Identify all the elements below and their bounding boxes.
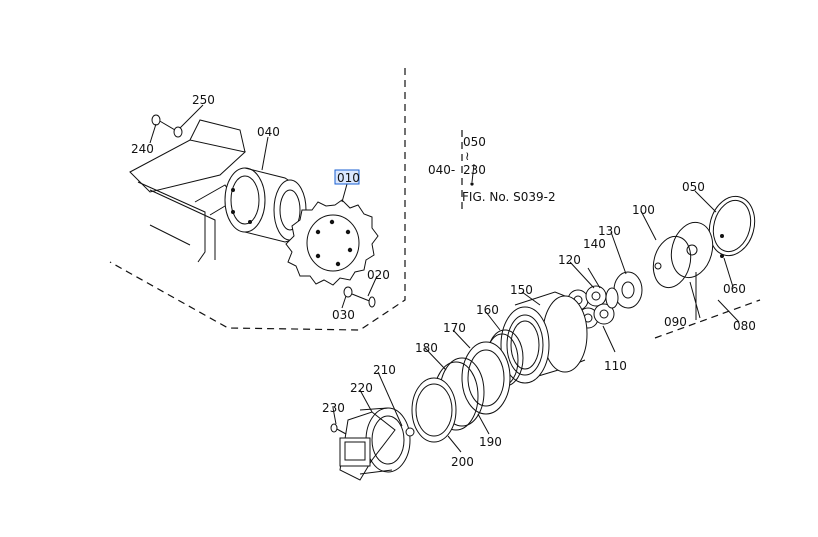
callout-210[interactable]: 210: [373, 363, 396, 377]
callout-030[interactable]: 030: [332, 308, 355, 322]
reference-group: 040- 050 ≀ 230 FIG. No. S039-2: [428, 135, 556, 204]
callout-050[interactable]: 050: [682, 180, 705, 194]
assembly-boundary-right: [461, 130, 761, 339]
callout-060[interactable]: 060: [723, 282, 746, 296]
leader-lines: [149, 104, 740, 453]
seal-rings: [411, 329, 524, 443]
planetary-gear-set: [567, 271, 643, 329]
callout-120[interactable]: 120: [558, 253, 581, 267]
callout-150[interactable]: 150: [510, 283, 533, 297]
bolt-240: [151, 114, 183, 138]
callout-040[interactable]: 040: [257, 125, 280, 139]
callout-170[interactable]: 170: [443, 321, 466, 335]
selected-callout-highlight: [334, 169, 360, 185]
callout-200[interactable]: 200: [451, 455, 474, 469]
ref-mid-label: 230: [463, 163, 486, 177]
bolt-hole-icon: [315, 253, 321, 259]
callout-230[interactable]: 230: [322, 401, 345, 415]
track-frame: [129, 119, 247, 263]
bolt-hole-icon: [231, 188, 235, 192]
figure-number: FIG. No. S039-2: [462, 190, 556, 204]
callout-130[interactable]: 130: [598, 224, 621, 238]
callouts: 010 020 030 040 050 060 080 090 100 110 …: [131, 93, 756, 469]
ref-top-label: 050: [463, 135, 486, 149]
bolt-hole-icon: [345, 229, 351, 235]
callout-220[interactable]: 220: [350, 381, 373, 395]
callout-240[interactable]: 240: [131, 142, 154, 156]
sprocket-010: [285, 199, 379, 286]
bolt-hole-icon: [335, 261, 341, 267]
bolt-hole-icon: [248, 220, 252, 224]
callout-020[interactable]: 020: [367, 268, 390, 282]
hydraulic-motor-220: [339, 407, 415, 481]
callout-100[interactable]: 100: [632, 203, 655, 217]
callout-010[interactable]: 010: [337, 171, 360, 185]
sprocket-bolt-020: [343, 286, 376, 308]
callout-250[interactable]: 250: [192, 93, 215, 107]
ref-tilde-label: ≀: [465, 149, 470, 163]
callout-160[interactable]: 160: [476, 303, 499, 317]
callout-180[interactable]: 180: [415, 341, 438, 355]
bolt-hole-icon: [315, 229, 321, 235]
cover-assembly: [652, 195, 756, 289]
callout-080[interactable]: 080: [733, 319, 756, 333]
bolt-230: [330, 423, 347, 435]
bolt-hole-icon: [329, 219, 335, 225]
ring-gear-housing-150: [500, 291, 588, 384]
callout-190[interactable]: 190: [479, 435, 502, 449]
bolt-hole-icon: [231, 210, 235, 214]
callout-090[interactable]: 090: [664, 315, 687, 329]
callout-140[interactable]: 140: [583, 237, 606, 251]
ref-lead-label: 040-: [428, 163, 455, 177]
bolt-hole-icon: [347, 247, 353, 253]
callout-110[interactable]: 110: [604, 359, 627, 373]
